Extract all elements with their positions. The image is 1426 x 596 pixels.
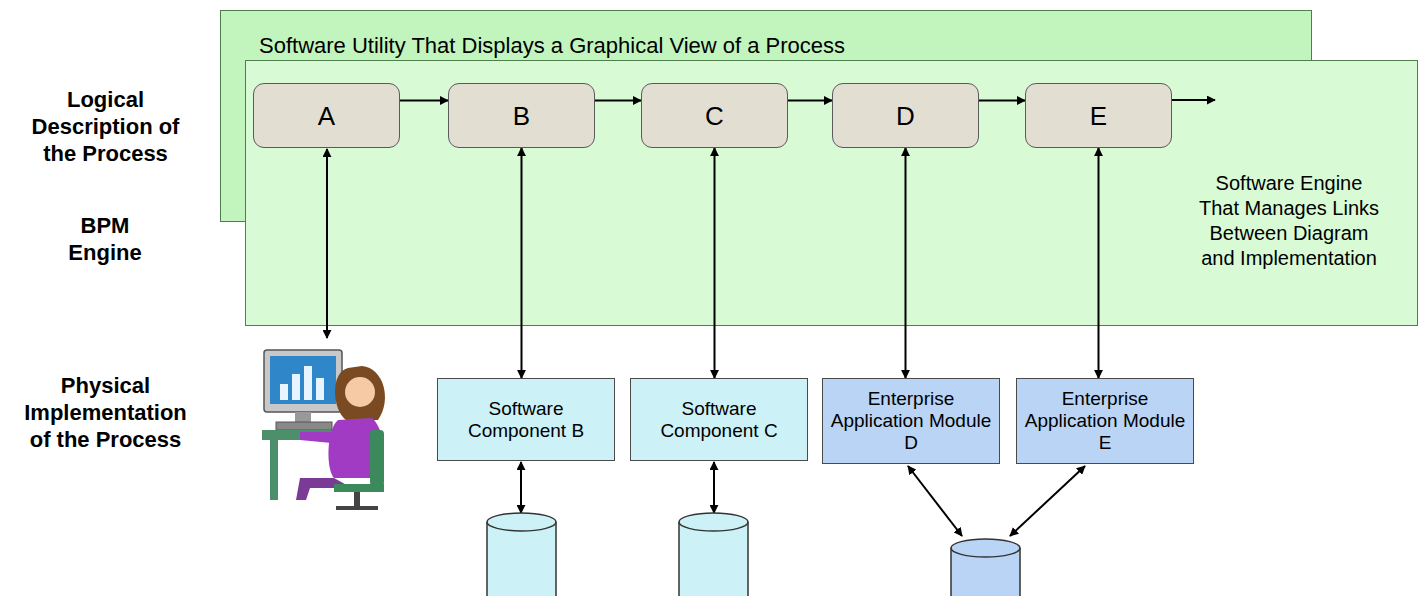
step-letter: B xyxy=(513,101,530,131)
process-step: C xyxy=(641,83,788,148)
db-link xyxy=(520,462,522,513)
db-link xyxy=(908,466,962,536)
database-cylinder xyxy=(951,539,1020,596)
process-step: E xyxy=(1025,83,1172,148)
software-component: Software Component B xyxy=(437,378,615,461)
application-module: Enterprise Application Module E xyxy=(1016,378,1194,464)
database-cylinder xyxy=(487,513,556,596)
panel-title: Software Utility That Displays a Graphic… xyxy=(259,33,1259,58)
text-group: Software Engine That Manages Links Betwe… xyxy=(1196,171,1382,271)
text-group: D xyxy=(890,101,921,131)
application-module: Enterprise Application Module D xyxy=(822,378,1000,464)
flow-connector xyxy=(788,100,832,102)
database-cylinder xyxy=(679,513,748,596)
text-group: A xyxy=(312,101,341,131)
flow-connector xyxy=(905,148,907,378)
text-group: Software Component C xyxy=(631,398,807,442)
db-link xyxy=(713,462,715,513)
step-letter: A xyxy=(318,101,335,131)
box-label: Enterprise Application Module D xyxy=(829,388,993,454)
box-label: Software Component C xyxy=(637,398,801,442)
process-step: A xyxy=(253,83,400,148)
flow-connector xyxy=(521,148,523,378)
text-group: B xyxy=(507,101,536,131)
process-step: D xyxy=(832,83,979,148)
row-label: Physical Implementation of the Process xyxy=(18,372,193,453)
step-letter: C xyxy=(705,101,724,131)
row-label: Logical Description of the Process xyxy=(18,86,193,167)
flow-connector xyxy=(400,100,448,102)
flow-connector xyxy=(714,148,716,378)
panel-title: Software Engine That Manages Links Betwe… xyxy=(1196,171,1382,271)
text-group: Enterprise Application Module E xyxy=(1017,388,1193,454)
flow-connector xyxy=(595,100,641,102)
step-letter: E xyxy=(1090,101,1107,131)
text-group: Enterprise Application Module D xyxy=(823,388,999,454)
db-link xyxy=(1010,466,1085,536)
box-label: Enterprise Application Module E xyxy=(1023,388,1187,454)
text-group: Software Component B xyxy=(438,398,614,442)
process-step: B xyxy=(448,83,595,148)
box-label: Software Component B xyxy=(444,398,608,442)
user-link xyxy=(326,149,328,338)
text-group: E xyxy=(1084,101,1113,131)
text-group: Software Utility That Displays a Graphic… xyxy=(259,33,1259,58)
row-label: BPM Engine xyxy=(55,212,155,266)
step-letter: D xyxy=(896,101,915,131)
flow-connector xyxy=(979,100,1025,102)
flow-connector xyxy=(1098,148,1100,378)
user-illustration xyxy=(258,340,398,513)
software-component: Software Component C xyxy=(630,378,808,461)
text-group: C xyxy=(699,101,730,131)
exit-arrow xyxy=(1172,99,1215,101)
